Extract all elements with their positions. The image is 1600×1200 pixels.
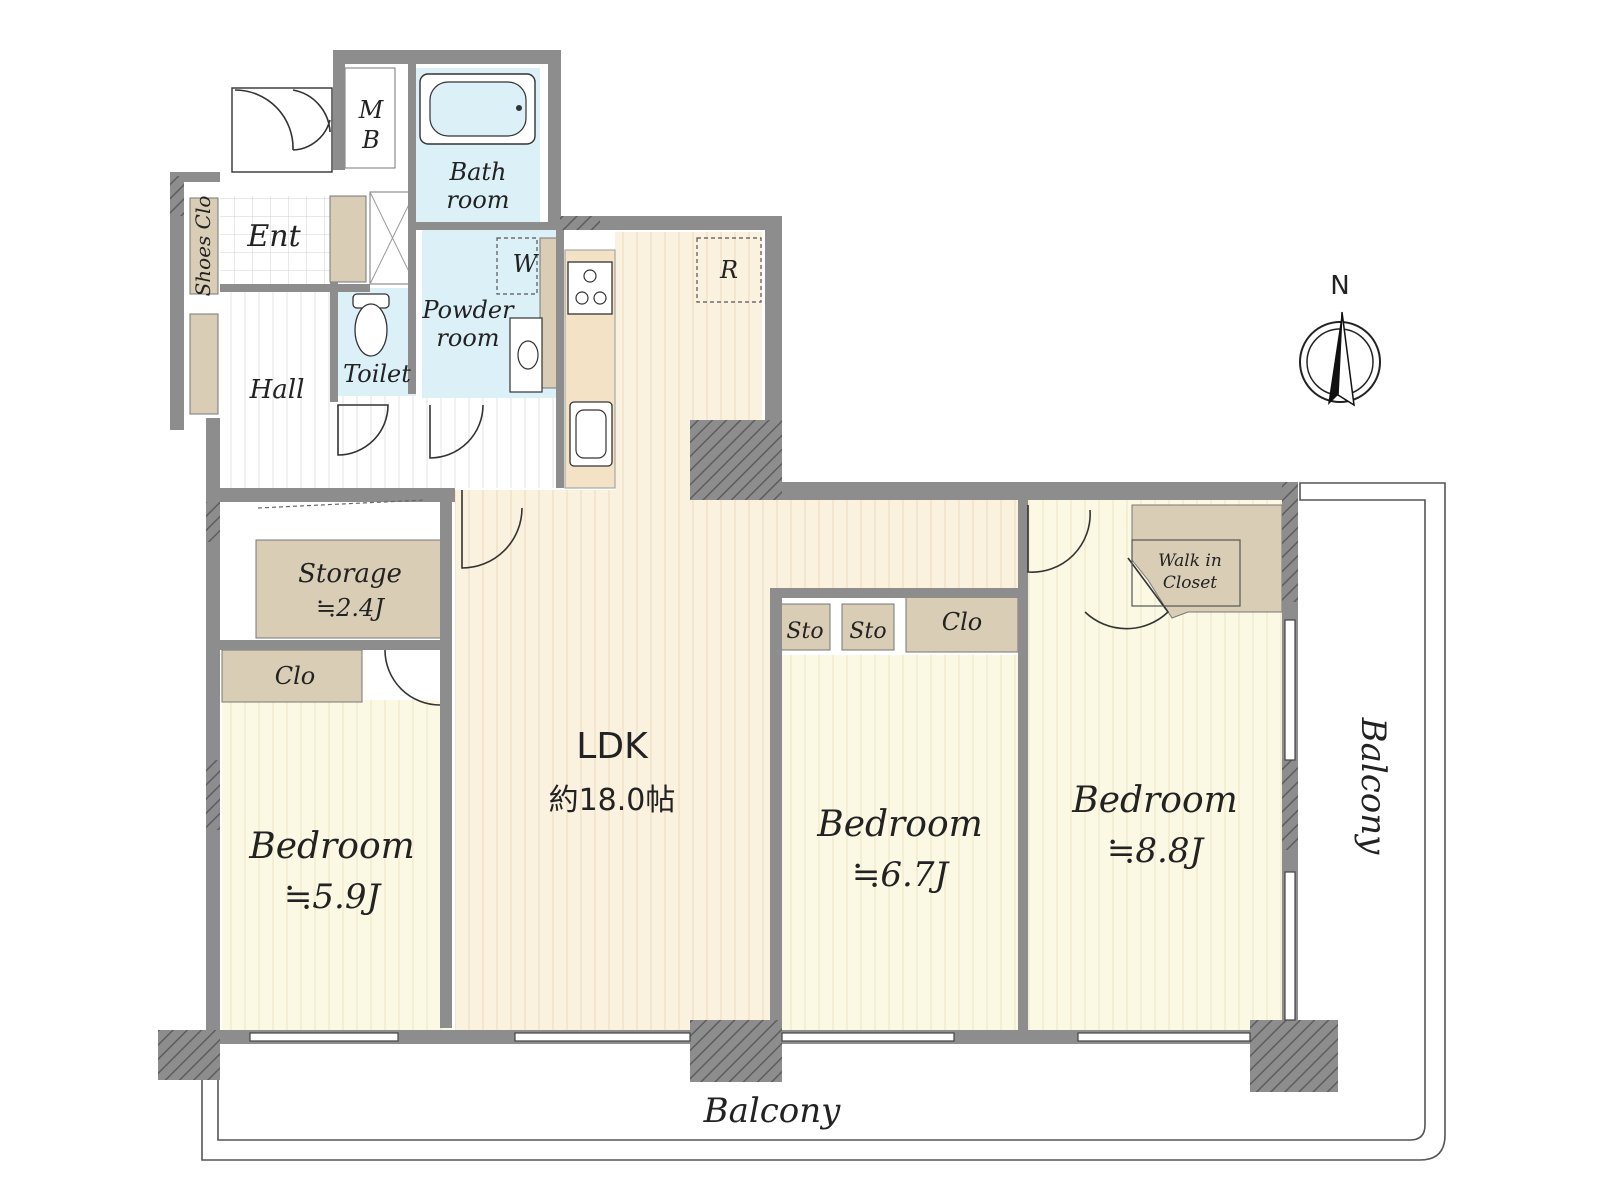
walls — [158, 50, 1338, 1092]
storage-area: ≒2.4J — [316, 594, 385, 622]
walkin-label-1: Walk in — [1158, 551, 1222, 571]
clo-left-label: Clo — [275, 662, 316, 690]
hall-label: Hall — [249, 375, 305, 405]
windows — [249, 619, 1296, 1042]
w-label: W — [513, 250, 540, 278]
fixtures — [257, 73, 1241, 607]
room-labels: M B Bath room Ent Shoes Clo W Powder roo… — [191, 96, 1393, 1131]
bedroom3-label: Bedroom — [1071, 780, 1238, 821]
storage-label: Storage — [298, 559, 402, 589]
bedroom2-label: Bedroom — [816, 804, 983, 845]
bedroom3-area: ≒8.8J — [1107, 831, 1206, 871]
sto1-label: Sto — [786, 619, 823, 644]
bath-label-2: room — [446, 186, 509, 214]
ldk-label: LDK — [576, 726, 649, 767]
floors — [189, 67, 1283, 1032]
ent-label: Ent — [246, 219, 301, 254]
shoes-clo-label: Shoes Clo — [191, 196, 215, 297]
walkin-label-2: Closet — [1163, 573, 1217, 593]
compass-north-label: N — [1330, 271, 1349, 301]
powder-label-1: Powder — [421, 296, 515, 324]
toilet-label: Toilet — [343, 360, 411, 388]
balcony-bottom-label: Balcony — [703, 1091, 842, 1131]
ldk-area: 約18.0帖 — [549, 783, 676, 818]
doors — [231, 87, 1170, 706]
mb-label-1: M — [358, 96, 385, 124]
bedroom2-area: ≒6.7J — [852, 855, 951, 895]
bedroom1-label: Bedroom — [248, 826, 415, 867]
r-label: R — [719, 256, 738, 284]
mb-label-2: B — [361, 126, 380, 154]
compass-icon: N — [1299, 271, 1381, 407]
bath-label-1: Bath — [448, 158, 506, 186]
balcony-right-label: Balcony — [1353, 717, 1393, 856]
clo-mid-label: Clo — [942, 608, 983, 636]
bedroom1-area: ≒5.9J — [284, 877, 383, 917]
sto2-label: Sto — [849, 619, 886, 644]
powder-label-2: room — [436, 324, 499, 352]
